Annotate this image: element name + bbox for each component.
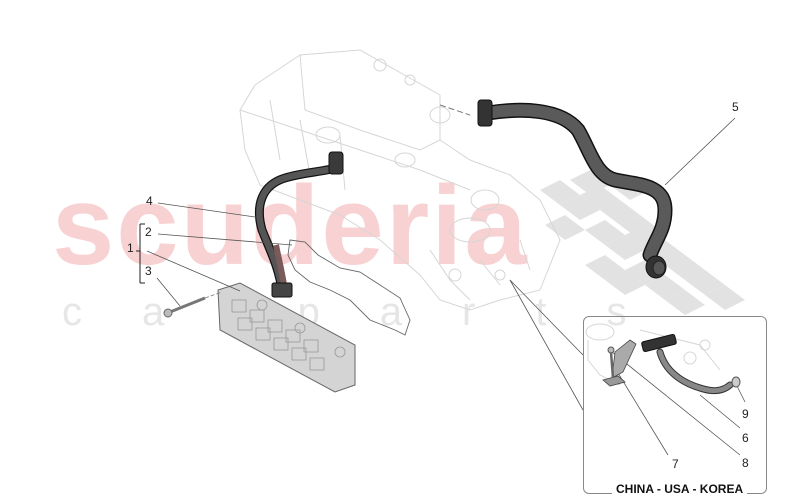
leader-lines (146, 117, 746, 456)
callout-4[interactable]: 4 (146, 194, 153, 208)
part-2-gasket-outline (287, 239, 411, 336)
watermark-scuderia: scuderia (52, 163, 529, 288)
callout-3[interactable]: 3 (145, 264, 152, 278)
part-4-hose (254, 151, 344, 298)
callout-7[interactable]: 7 (672, 457, 679, 471)
watermark-carparts: carparts (62, 290, 687, 334)
group-1-bracket (136, 223, 145, 284)
callout-5[interactable]: 5 (732, 100, 739, 114)
engine-block-outline (239, 49, 561, 311)
inset-caption: CHINA - USA - KOREA (612, 482, 748, 496)
callout-9[interactable]: 9 (742, 407, 749, 421)
callout-1[interactable]: 1 (127, 241, 134, 255)
callout-6[interactable]: 6 (742, 431, 749, 445)
part-5-hose (477, 99, 673, 279)
inset-artwork (585, 323, 741, 395)
part-1-oil-separator-cover (217, 282, 356, 393)
callout-2[interactable]: 2 (145, 225, 152, 239)
callout-8[interactable]: 8 (742, 456, 749, 470)
part-3-bolt (163, 291, 223, 318)
checkered-flag-graphic (540, 170, 745, 315)
